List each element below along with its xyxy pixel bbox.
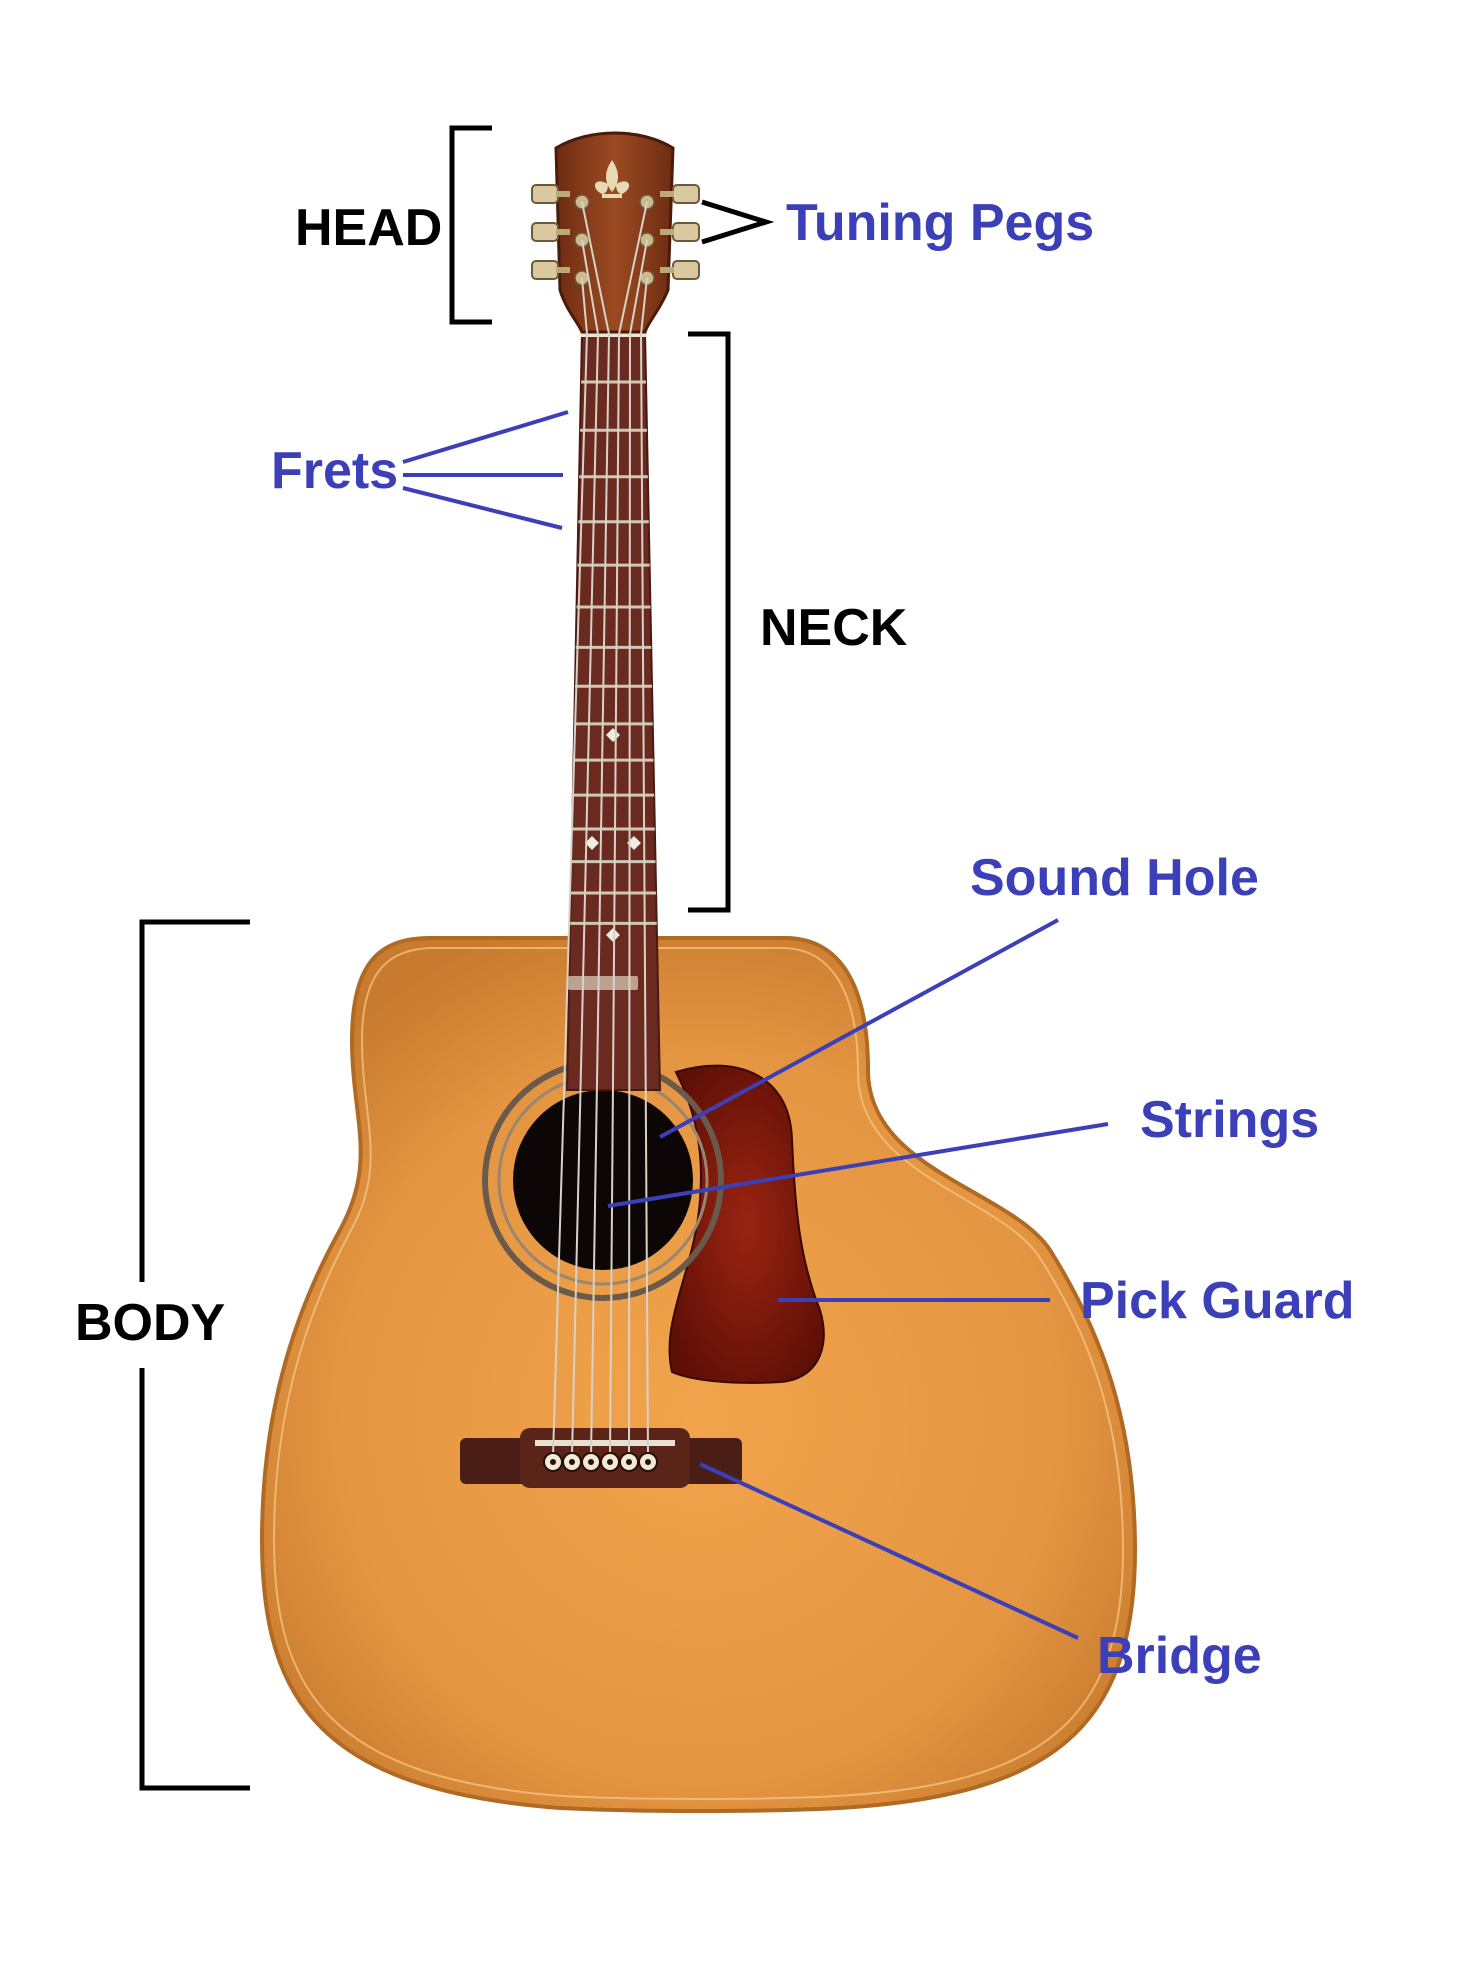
bridge-label: Bridge <box>1097 1627 1262 1685</box>
strings-leader <box>607 1122 1109 1208</box>
sound-hole-leader <box>659 918 1059 1139</box>
body-bracket <box>139 919 250 1791</box>
tuning-pegs-chevron <box>701 199 775 245</box>
tuning-peg-post <box>556 267 570 273</box>
bridge-pin-center <box>645 1459 651 1465</box>
guitar-string <box>628 239 648 1457</box>
sound-hole-shape <box>513 1090 693 1270</box>
frets-leader-3 <box>402 486 563 530</box>
frets-label: Frets <box>271 442 398 500</box>
tuning-peg-post <box>660 267 674 273</box>
pick-guard-shape <box>668 1064 825 1384</box>
body-binding <box>272 947 1125 1800</box>
head-label: HEAD <box>295 199 442 257</box>
tuning-peg-post <box>660 191 674 197</box>
tuning-peg-post <box>660 229 674 235</box>
tuning-peg-post <box>556 229 570 235</box>
tuning-pegs-label: Tuning Pegs <box>786 194 1094 252</box>
tuning-peg-icon <box>672 222 700 242</box>
tuning-peg-icon <box>531 184 559 204</box>
guitar-string <box>552 277 589 1457</box>
guitar-string <box>639 277 649 1457</box>
diamond-inlay-icon <box>585 836 599 850</box>
headstock-shape <box>554 131 675 334</box>
neck-bracket <box>688 331 731 913</box>
bridge-pin-center <box>588 1459 594 1465</box>
bridge-pins-group <box>543 1452 658 1472</box>
fleur-de-lis-icon <box>594 160 630 198</box>
frets-leader-1 <box>402 410 569 464</box>
brand-plate <box>568 976 638 990</box>
tuning-peg-post <box>556 191 570 197</box>
body-label: BODY <box>75 1294 225 1352</box>
guitar-body <box>259 936 1138 1813</box>
pick-guard-label: Pick Guard <box>1080 1272 1355 1330</box>
diamond-inlay-icon <box>606 928 620 942</box>
bridge-leader <box>699 1462 1079 1640</box>
bridge-pin-center <box>626 1459 632 1465</box>
tuning-peg-icon <box>672 260 700 280</box>
guitar-string <box>571 239 600 1457</box>
strings-group <box>552 201 649 1457</box>
neck-label: NECK <box>760 599 908 657</box>
sound-hole-label: Sound Hole <box>970 849 1259 907</box>
guitar-string <box>581 201 611 1457</box>
leader-lines <box>402 410 1109 1640</box>
frets-group <box>570 380 657 925</box>
tuning-peg-icon <box>531 260 559 280</box>
bridge-pin-center <box>550 1459 556 1465</box>
guitar-headstock <box>531 131 700 334</box>
head-bracket <box>449 125 492 325</box>
tuning-peg-icon <box>531 222 559 242</box>
tuning-peg-icon <box>672 184 700 204</box>
guitar-neck <box>565 330 662 1091</box>
bridge-pin-center <box>607 1459 613 1465</box>
guitar-string <box>609 201 648 1457</box>
bridge-pin-center <box>569 1459 575 1465</box>
strings-label: Strings <box>1140 1091 1319 1149</box>
